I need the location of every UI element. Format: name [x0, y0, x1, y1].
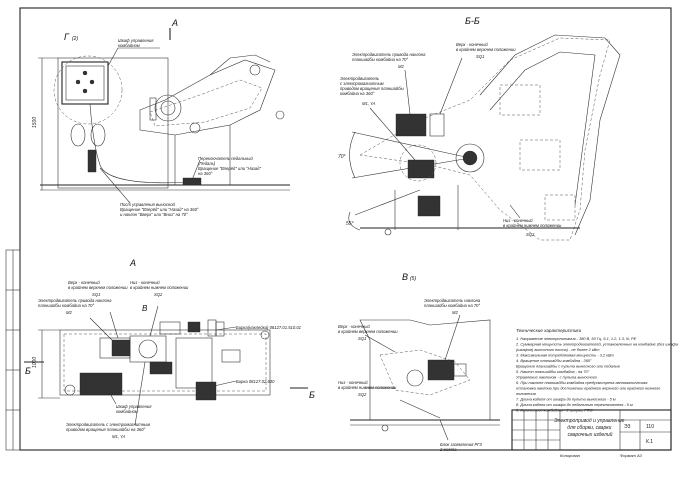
- label-tag-1: Бирка(наклейка) 08127.01.510.01: [236, 325, 301, 330]
- label-a-motor-tilt: Электродвигатель привода наклона планшай…: [38, 298, 113, 315]
- label-remote-post: Пост управления выносной Вращение "Вперё…: [120, 202, 200, 217]
- dim-height-1000: 1000: [32, 357, 38, 368]
- title-block-name: Электропривод и управление для сборки, с…: [554, 418, 626, 438]
- label-bb-motor-tilt: Электродвигатель привода наклона планшай…: [352, 52, 427, 69]
- view-v-drawing: [350, 314, 500, 441]
- title-block-code: К.1: [646, 439, 653, 445]
- label-grounding-base: Блок заземления РГ3 2 места: [439, 442, 483, 452]
- section-mark-b-right: Б: [309, 390, 315, 400]
- label-tag-2: Бирка 08127.02.630: [236, 379, 275, 384]
- label-bb-limit-top: Верх - конечный в крайнем верхнем положе…: [456, 42, 517, 59]
- section-bb-title: Б-Б: [465, 16, 480, 26]
- title-block-sheet: 110: [646, 424, 654, 430]
- section-arrow-a: А: [171, 18, 178, 28]
- label-a-limit-top: Верх - конечный в крайнем верхнем положе…: [68, 280, 129, 297]
- label-format: Формат А3: [620, 453, 643, 458]
- dim-angle-70: 70°: [338, 154, 346, 160]
- dim-angle-55: 55°: [346, 221, 354, 227]
- label-v-limit-bottom: Низ - конечный в крайнем нижнем положени…: [338, 380, 398, 397]
- title-block-mark: Э3: [624, 424, 631, 430]
- view-a-drawing: [24, 305, 308, 426]
- view-v-arrow: В: [142, 304, 148, 313]
- view-g-drawing: [38, 28, 290, 204]
- title-block-lines: [511, 409, 672, 451]
- view-g-scale: (2): [72, 36, 78, 42]
- label-control-box: Шкаф управления комбайном: [118, 38, 155, 48]
- view-g-marker: Г: [64, 32, 70, 42]
- section-bb-drawing: [348, 34, 621, 241]
- label-a-control-box: Шкаф управления комбайном: [116, 404, 153, 414]
- view-v-title: В: [402, 272, 408, 282]
- sheet-frame: [19, 7, 672, 451]
- label-a-motor-rotation: Электродвигатель с электромагнитным прив…: [66, 422, 151, 439]
- tech-specs-title: Технические характеристики: [516, 328, 582, 333]
- label-v-motor-tilt: Электродвигатель наклона планшайбы комба…: [424, 298, 481, 315]
- label-bb-motor-rotation: Электродвигатель с электромагнитным прив…: [340, 76, 405, 106]
- section-mark-b-left: Б: [25, 366, 31, 376]
- dim-height-1500: 1500: [32, 117, 38, 128]
- tech-specs-list: 1. Напряжение электропитания - 380 В, 50…: [515, 336, 679, 413]
- label-a-limit-bottom: Низ - конечный в крайнем нижнем положени…: [130, 280, 190, 297]
- label-v-limit-top: Верх - конечный в крайнем верхнем положе…: [338, 324, 399, 341]
- view-a-title: А: [129, 258, 136, 268]
- view-v-scale: (5): [410, 276, 416, 282]
- label-copied: Копировал: [560, 453, 581, 458]
- left-side-strip: [5, 249, 21, 451]
- label-pedal-switch: Переключатель педальный (Педаль) Вращени…: [198, 156, 262, 176]
- label-bb-limit-bottom: Низ - конечный в крайнем нижнем положени…: [503, 218, 563, 237]
